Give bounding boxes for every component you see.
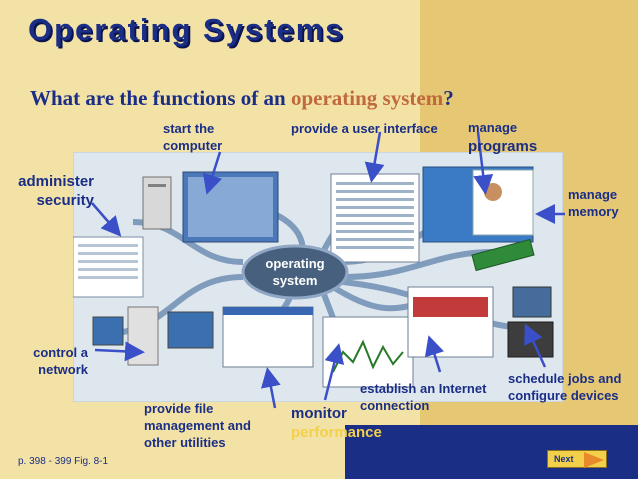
- label-schedule-jobs-line1: schedule jobs and: [508, 371, 622, 386]
- label-file-management: provide file management and other utilit…: [144, 400, 251, 451]
- label-monitor-line2: performance: [291, 424, 382, 441]
- label-internet-line2: connection: [360, 398, 430, 413]
- label-monitor-performance: monitor performance: [291, 404, 382, 442]
- question-suffix: ?: [443, 86, 454, 110]
- label-manage-programs: manage programs: [468, 118, 537, 156]
- label-user-interface: provide a user interface: [291, 120, 438, 137]
- center-label-line2: system: [273, 273, 318, 288]
- label-control-network: control a network: [20, 344, 88, 378]
- label-schedule-jobs: schedule jobs and configure devices: [508, 370, 621, 404]
- label-internet-line1: establish an Internet: [360, 381, 487, 396]
- label-file-mgmt-line1: provide file: [144, 401, 214, 416]
- label-schedule-jobs-line2: configure devices: [508, 388, 619, 403]
- label-administer-security-line2: security: [36, 192, 94, 209]
- os-diagram: operating system: [73, 152, 563, 402]
- label-manage-memory-line1: manage: [568, 187, 618, 202]
- label-internet-connection: establish an Internet connection: [360, 380, 486, 414]
- label-administer-security: administer security: [6, 172, 94, 210]
- label-control-network-line2: network: [38, 362, 88, 377]
- label-file-mgmt-line3: other utilities: [144, 435, 226, 450]
- label-manage-programs-line2: programs: [468, 138, 538, 155]
- label-start-computer-line1: start the: [163, 121, 215, 136]
- label-start-computer-line2: computer: [163, 138, 223, 153]
- label-manage-programs-line1: manage: [468, 120, 518, 135]
- next-button-label: Next: [554, 454, 574, 464]
- next-arrow-icon: [584, 452, 604, 468]
- label-start-computer: start the computer: [163, 120, 222, 154]
- next-button[interactable]: Next: [547, 450, 607, 468]
- slide-title: Operating Systems: [28, 12, 345, 47]
- label-control-network-line1: control a: [33, 345, 88, 360]
- center-label-line1: operating: [265, 256, 324, 271]
- label-administer-security-line1: administer: [18, 173, 94, 190]
- question-prefix: What are the functions of an: [30, 86, 291, 110]
- label-manage-memory-line2: memory: [568, 204, 619, 219]
- label-user-interface-line1: provide a user interface: [291, 121, 438, 136]
- label-monitor-line1: monitor: [291, 405, 347, 422]
- page-reference: p. 398 - 399 Fig. 8-1: [18, 456, 109, 467]
- question-highlight: operating system: [290, 86, 444, 110]
- label-manage-memory: manage memory: [568, 186, 619, 220]
- slide-question: What are the functions of an operating s…: [30, 86, 454, 111]
- label-file-mgmt-line2: management and: [144, 418, 251, 433]
